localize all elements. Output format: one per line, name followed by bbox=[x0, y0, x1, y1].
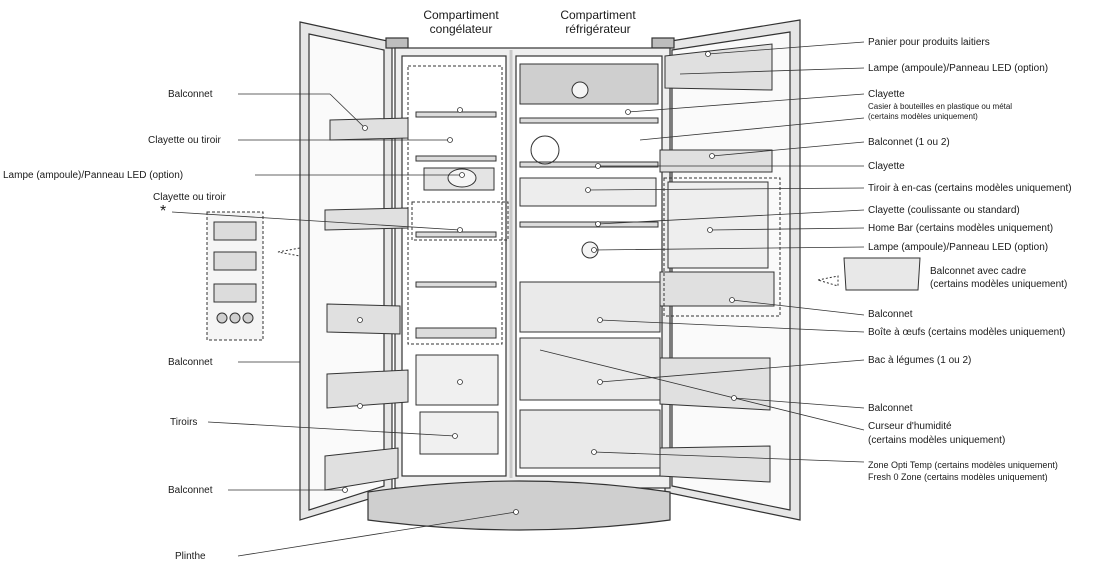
markers bbox=[342, 51, 737, 515]
label-tiroir-encas: Tiroir à en-cas (certains modèles unique… bbox=[868, 183, 1072, 194]
right-door bbox=[651, 19, 801, 521]
label-balconnet-right-1: Balconnet bbox=[868, 309, 913, 320]
freezer-header: Compartiment congélateur bbox=[418, 8, 504, 36]
label-panier: Panier pour produits laitiers bbox=[868, 37, 990, 48]
leader-lines-left bbox=[171, 93, 517, 557]
label-balconnet-cadre-1: Balconnet avec cadre bbox=[930, 266, 1027, 277]
fridge-header-line1: Compartiment bbox=[560, 8, 636, 22]
freezer-shelves bbox=[407, 65, 509, 455]
label-clayette-2: Clayette bbox=[868, 161, 905, 172]
label-plinthe: Plinthe bbox=[175, 551, 206, 562]
label-curseur-1: Curseur d'humidité bbox=[868, 421, 952, 432]
label-fresh-zone: Fresh 0 Zone (certains modèles uniquemen… bbox=[868, 472, 1048, 482]
fridge-header-line2: réfrigérateur bbox=[565, 22, 631, 36]
label-clayette-1: Clayette bbox=[868, 89, 905, 100]
label-balconnet-bottom: Balconnet bbox=[168, 485, 213, 496]
inset-door-bin bbox=[817, 257, 921, 291]
label-clayette-tiroir-1: Clayette ou tiroir bbox=[148, 135, 221, 146]
label-casier-line1: Casier à bouteilles en plastique ou méta… bbox=[868, 102, 1013, 111]
freezer-header-line2: congélateur bbox=[429, 22, 493, 36]
label-curseur-2: (certains modèles uniquement) bbox=[868, 435, 1006, 446]
label-home-bar: Home Bar (certains modèles uniquement) bbox=[868, 223, 1054, 234]
label-clayette-tiroir-2: Clayette ou tiroir bbox=[153, 192, 226, 203]
label-balconnet-right-2: Balconnet bbox=[868, 403, 913, 414]
freezer-header-line1: Compartiment bbox=[423, 8, 499, 22]
fridge-interior bbox=[519, 63, 661, 469]
door-bins bbox=[324, 43, 781, 491]
label-balconnet-cadre-2: (certains modèles uniquement) bbox=[930, 279, 1068, 290]
label-lampe-2: Lampe (ampoule)/Panneau LED (option) bbox=[868, 242, 1049, 253]
label-asterisk: * bbox=[160, 203, 167, 220]
inset-drawers bbox=[206, 211, 301, 341]
label-boite-oeufs: Boîte à œufs (certains modèles uniquemen… bbox=[868, 327, 1066, 338]
label-balconnet-1ou2: Balconnet (1 ou 2) bbox=[868, 137, 950, 148]
label-casier-line2: (certains modèles uniquement) bbox=[868, 112, 978, 121]
label-bac-legumes: Bac à légumes (1 ou 2) bbox=[868, 355, 972, 366]
label-balconnet-top: Balconnet bbox=[168, 89, 213, 100]
label-lampe-1: Lampe (ampoule)/Panneau LED (option) bbox=[868, 63, 1049, 74]
label-tiroirs: Tiroirs bbox=[170, 417, 198, 428]
label-zone-opti: Zone Opti Temp (certains modèles uniquem… bbox=[868, 460, 1058, 470]
fridge-header: Compartiment réfrigérateur bbox=[548, 8, 648, 36]
plinth-shape bbox=[367, 480, 671, 531]
left-door bbox=[299, 21, 409, 521]
label-lampe-left: Lampe (ampoule)/Panneau LED (option) bbox=[3, 170, 184, 181]
label-clayette-coulissante: Clayette (coulissante ou standard) bbox=[868, 205, 1020, 216]
label-balconnet-mid: Balconnet bbox=[168, 357, 213, 368]
leader-lines-right bbox=[539, 41, 865, 463]
